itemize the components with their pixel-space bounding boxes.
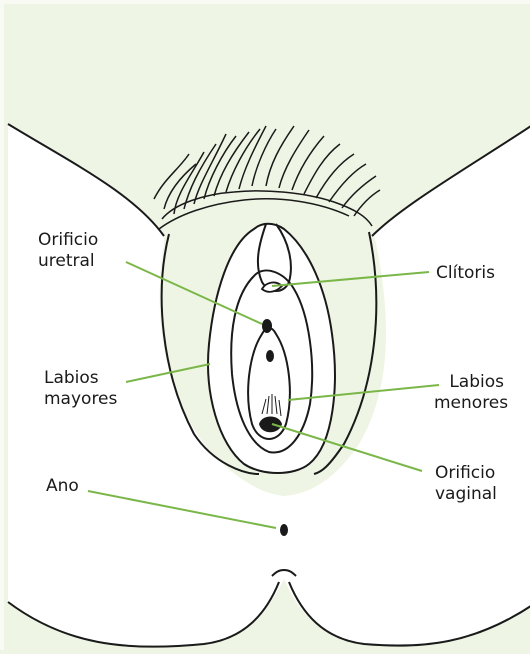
label-vaginal-opening: Orificio vaginal [435, 463, 497, 505]
label-clitoris: Clítoris [436, 263, 495, 284]
anatomy-illustration [4, 4, 530, 654]
anus-mark [280, 524, 288, 536]
label-urethral-opening: Orificio uretral [38, 230, 98, 272]
label-labia-minora: Labios menores [434, 372, 504, 414]
hymenal-tag [266, 350, 274, 362]
urethral-opening-mark [262, 319, 272, 333]
label-anus: Ano [46, 476, 79, 497]
pubic-hair [154, 126, 380, 229]
label-labia-majora: Labios mayores [44, 368, 117, 410]
